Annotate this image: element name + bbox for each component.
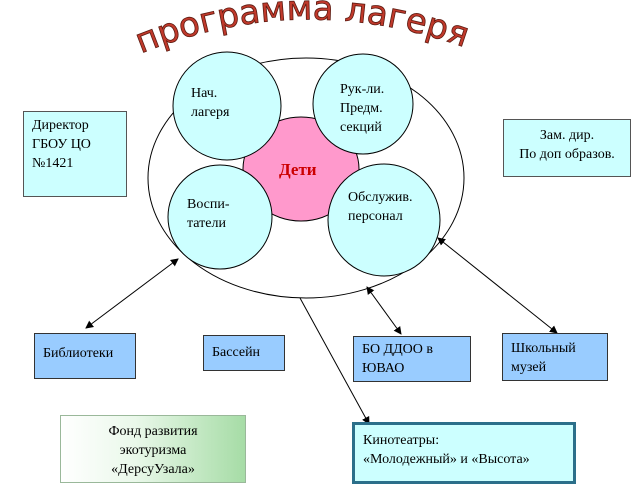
box-school-museum-line-1: Школьный bbox=[511, 341, 576, 356]
box-school-museum-line-2: музей bbox=[511, 360, 547, 375]
box-director-line-2: ГБОУ ЦО bbox=[32, 137, 91, 152]
circle-staff bbox=[327, 163, 441, 277]
box-libraries-text: Библиотеки bbox=[43, 346, 114, 361]
circle-section-leaders bbox=[312, 53, 414, 155]
circle-educators-line-2: татели bbox=[187, 216, 226, 231]
box-bo-ddoo: БО ДДОО в ЮВАО bbox=[353, 336, 471, 382]
box-bo-ddoo-line-1: БО ДДОО в bbox=[362, 342, 433, 357]
circle-head-line-1: Нач. bbox=[191, 86, 218, 101]
box-cinemas-line-1: Кинотеатры: bbox=[363, 433, 440, 448]
circle-educators-label: Воспи- татели bbox=[187, 195, 230, 233]
box-fund-line-2: экотуризма bbox=[119, 443, 187, 458]
box-fund-line-3: «ДерсуУзала» bbox=[111, 462, 195, 477]
circle-section-leaders-line-2: Предм. bbox=[340, 101, 383, 116]
arrow-school-museum bbox=[437, 237, 558, 334]
arrow-cinemas bbox=[299, 297, 370, 425]
box-libraries: Библиотеки bbox=[34, 333, 136, 379]
box-deputy-line-1: Зам. дир. bbox=[539, 128, 595, 143]
arrow-bo-ddoo bbox=[366, 286, 402, 335]
circle-staff-line-1: Обслужив. bbox=[348, 190, 413, 205]
box-director-line-1: Директор bbox=[32, 118, 89, 133]
circle-section-leaders-line-1: Рук-ли. bbox=[340, 82, 385, 97]
circle-head-line-2: лагеря bbox=[191, 105, 230, 120]
box-deputy-line-2: По доп образов. bbox=[519, 147, 615, 162]
circle-educators bbox=[167, 164, 273, 270]
box-cinemas: Кинотеатры: «Молодежный» и «Высота» bbox=[352, 422, 576, 484]
box-director-line-3: №1421 bbox=[32, 156, 74, 171]
box-cinemas-line-2: «Молодежный» и «Высота» bbox=[363, 452, 530, 467]
circle-educators-line-1: Воспи- bbox=[187, 197, 230, 212]
circle-staff-line-2: персонал bbox=[348, 209, 403, 224]
circle-staff-label: Обслужив. персонал bbox=[348, 188, 413, 226]
arrow-libraries-educators bbox=[85, 258, 179, 329]
circle-head bbox=[172, 51, 282, 161]
box-pool: Бассейн bbox=[203, 335, 285, 371]
box-fund-line-1: Фонд развития bbox=[108, 424, 198, 439]
center-children bbox=[242, 116, 360, 222]
box-fund: Фонд развития экотуризма «ДерсуУзала» bbox=[60, 415, 246, 483]
circle-head-label: Нач. лагеря bbox=[191, 84, 229, 122]
box-pool-text: Бассейн bbox=[212, 345, 261, 360]
box-school-museum: Школьный музей bbox=[502, 333, 608, 381]
box-bo-ddoo-line-2: ЮВАО bbox=[362, 361, 405, 376]
circle-section-leaders-label: Рук-ли. Предм. секций bbox=[340, 80, 384, 137]
center-label: Дети bbox=[279, 160, 317, 179]
box-deputy: Зам. дир. По доп образов. bbox=[503, 119, 631, 177]
box-director: Директор ГБОУ ЦО №1421 bbox=[23, 111, 127, 197]
diagram-title: программа лагеря bbox=[130, 0, 475, 62]
circle-section-leaders-line-3: секций bbox=[340, 120, 382, 135]
